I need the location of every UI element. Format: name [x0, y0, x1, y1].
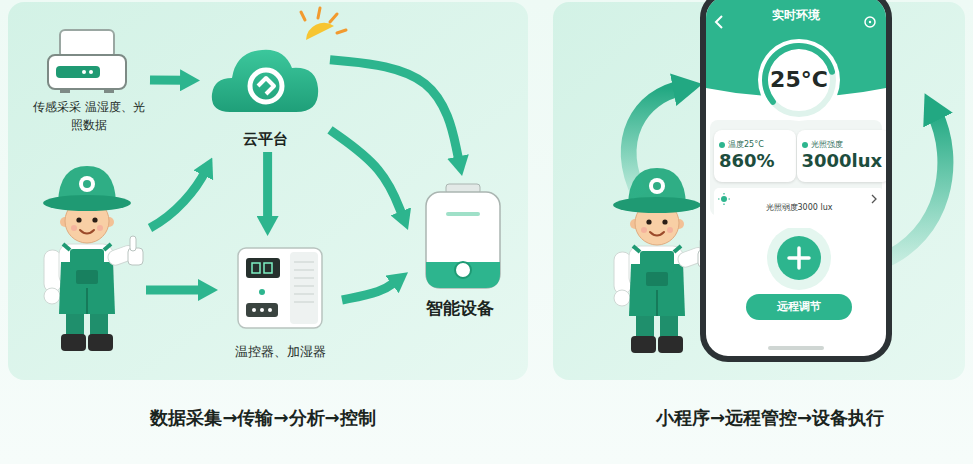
thermostat-device [238, 248, 322, 328]
panel-caption: 小程序→远程管控→设备执行 [656, 406, 884, 430]
node-label: 传感采采 温湿度、光照数据 [33, 98, 145, 134]
farmer-figure [43, 166, 143, 351]
flow-arrow [330, 130, 403, 217]
node-value: 3000lux [802, 150, 883, 172]
panel-caption: 数据采集→传输→分析→控制 [150, 406, 375, 430]
device-node: 温控器、加湿器 [218, 236, 342, 364]
data-card: 光照强度3000lux [797, 130, 890, 182]
cycle-arrow [629, 88, 682, 196]
phone-screen: 实时环境25°C温度25°C860%光照强度3000lux光照弱度3000 lu… [700, 0, 892, 362]
node-label: 光照强度 [802, 140, 843, 150]
left-panel [8, 2, 528, 380]
flow-arrow [150, 170, 206, 228]
flow-arrow [150, 76, 186, 85]
flow-arrow [263, 152, 272, 222]
action-button: 远程调节 [746, 294, 852, 320]
node-value: 860% [719, 150, 775, 172]
node-label: 智能设备 [426, 298, 494, 318]
device-node: 智能设备 [408, 176, 512, 322]
gauge-circle: 25°C [757, 38, 841, 122]
sensor-device [48, 30, 126, 93]
node-label: 实时环境 [772, 8, 820, 22]
node-label: 云平台 [243, 130, 288, 148]
node-label: 25°C [770, 67, 828, 93]
node-label: 远程调节 [777, 300, 821, 313]
node-label: 温控器、加湿器 [235, 344, 326, 360]
flow-arrow [146, 286, 204, 295]
data-card: 温度25°C860% [714, 130, 796, 182]
device-node: 云平台 [200, 22, 330, 152]
flow-arrow [342, 281, 397, 300]
humidifier-device [426, 184, 500, 288]
cloud-icon [212, 8, 346, 112]
farmer-figure [613, 168, 713, 353]
device-node: 传感采采 温湿度、光照数据 [28, 22, 150, 138]
node-label: 温度25°C [719, 140, 764, 150]
info-row: 光照弱度3000 lux [714, 188, 884, 228]
node-label: 光照弱度3000 lux [766, 203, 833, 213]
